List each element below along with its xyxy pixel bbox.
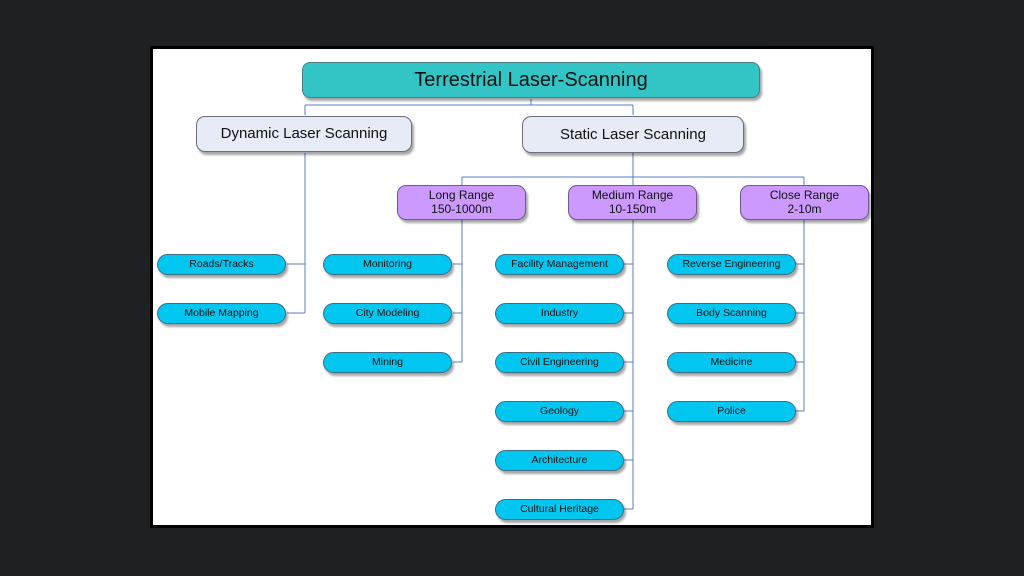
long-range-distance: 150-1000m <box>431 201 492 216</box>
static-scanning-node: Static Laser Scanning <box>522 116 744 153</box>
leaf-label: Mobile Mapping <box>184 307 259 320</box>
leaf-label: Reverse Engineering <box>682 258 781 271</box>
leaf-label: Facility Management <box>511 258 608 271</box>
root-node: Terrestrial Laser-Scanning <box>302 62 760 98</box>
leaf-label: Medicine <box>710 356 753 369</box>
leaf-label: Industry <box>540 307 579 320</box>
leaf-roads-tracks: Roads/Tracks <box>157 254 286 275</box>
long-range-title: Long Range <box>428 187 495 202</box>
leaf-label: Civil Engineering <box>520 356 599 369</box>
medium-range-node: Medium Range 10-150m <box>568 185 697 220</box>
leaf-reverse-engineering: Reverse Engineering <box>667 254 796 275</box>
leaf-mobile-mapping: Mobile Mapping <box>157 303 286 324</box>
medium-range-distance: 10-150m <box>608 201 657 216</box>
dynamic-scanning-label: Dynamic Laser Scanning <box>220 125 388 143</box>
medium-range-title: Medium Range <box>591 187 674 202</box>
close-range-title: Close Range <box>769 187 840 202</box>
leaf-label: Mining <box>372 356 403 369</box>
leaf-label: Monitoring <box>362 258 413 271</box>
leaf-cultural-heritage: Cultural Heritage <box>495 499 624 520</box>
static-scanning-label: Static Laser Scanning <box>560 125 706 143</box>
close-range-distance: 2-10m <box>787 201 822 216</box>
leaf-architecture: Architecture <box>495 450 624 471</box>
leaf-label: Geology <box>539 405 580 418</box>
leaf-geology: Geology <box>495 401 624 422</box>
leaf-civil-engineering: Civil Engineering <box>495 352 624 373</box>
root-label: Terrestrial Laser-Scanning <box>414 68 648 91</box>
leaf-monitoring: Monitoring <box>323 254 452 275</box>
leaf-label: Police <box>717 405 746 418</box>
leaf-label: City Modeling <box>355 307 420 320</box>
connector-lines <box>287 99 805 510</box>
leaf-label: Cultural Heritage <box>520 503 599 516</box>
leaf-industry: Industry <box>495 303 624 324</box>
leaf-medicine: Medicine <box>667 352 796 373</box>
leaf-body-scanning: Body Scanning <box>667 303 796 324</box>
leaf-city-modeling: City Modeling <box>323 303 452 324</box>
leaf-police: Police <box>667 401 796 422</box>
dynamic-scanning-node: Dynamic Laser Scanning <box>196 116 412 152</box>
close-range-node: Close Range 2-10m <box>740 185 869 220</box>
leaf-facility-management: Facility Management <box>495 254 624 275</box>
leaf-label: Body Scanning <box>696 307 767 320</box>
leaf-mining: Mining <box>323 352 452 373</box>
long-range-node: Long Range 150-1000m <box>397 185 526 220</box>
diagram-canvas: Terrestrial Laser-Scanning Dynamic Laser… <box>150 46 874 528</box>
leaf-label: Roads/Tracks <box>189 258 254 271</box>
leaf-label: Architecture <box>531 454 588 467</box>
